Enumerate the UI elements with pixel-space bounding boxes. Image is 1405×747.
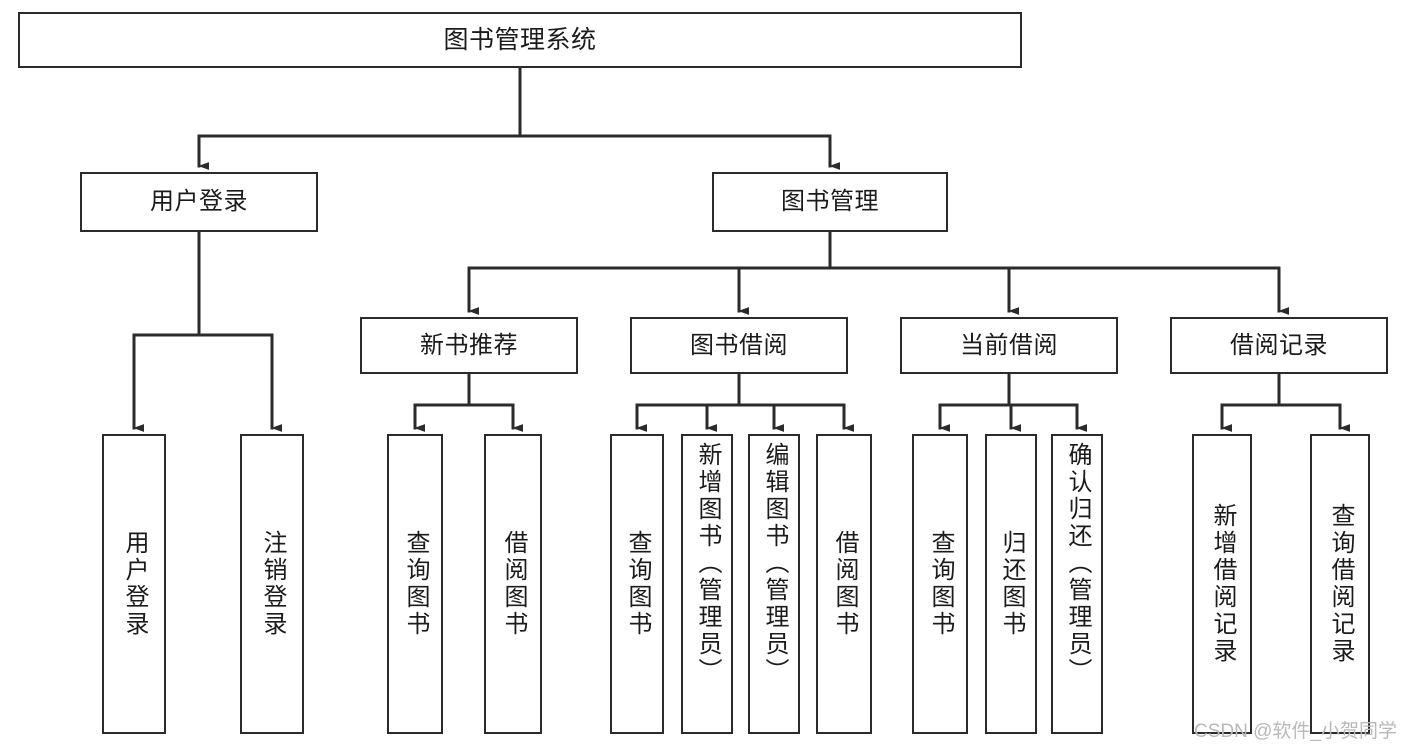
- node-new-book-recommend-label: 新书推荐: [420, 331, 518, 359]
- node-leaf-edit-book-admin[interactable]: 编辑图书（管理员）: [748, 434, 800, 734]
- node-new-book-recommend[interactable]: 新书推荐: [360, 317, 578, 374]
- node-leaf-return-book-label: 归还图书: [998, 530, 1025, 638]
- node-leaf-add-book-admin-label: 新增图书（管理员）: [694, 442, 721, 685]
- node-leaf-borrow-book-borrow-label: 借阅图书: [831, 530, 858, 638]
- node-user-login[interactable]: 用户登录: [80, 172, 318, 232]
- watermark-text: CSDN @软件_小贺同学: [1194, 721, 1397, 742]
- node-leaf-query-book-current[interactable]: 查询图书: [912, 434, 968, 734]
- node-leaf-return-book[interactable]: 归还图书: [985, 434, 1037, 734]
- node-leaf-confirm-return-admin-label: 确认归还（管理员）: [1064, 442, 1091, 685]
- node-leaf-borrow-book-borrow[interactable]: 借阅图书: [816, 434, 872, 734]
- node-leaf-query-book-current-label: 查询图书: [927, 530, 954, 638]
- node-leaf-query-book-recommend-label: 查询图书: [402, 530, 429, 638]
- node-book-management[interactable]: 图书管理: [712, 172, 948, 232]
- node-leaf-add-book-admin[interactable]: 新增图书（管理员）: [681, 434, 733, 734]
- node-book-borrow[interactable]: 图书借阅: [630, 317, 848, 374]
- node-leaf-borrow-book-recommend-label: 借阅图书: [500, 530, 527, 638]
- node-root-label: 图书管理系统: [443, 25, 597, 54]
- node-leaf-query-borrow-record[interactable]: 查询借阅记录: [1310, 434, 1370, 734]
- node-leaf-edit-book-admin-label: 编辑图书（管理员）: [761, 442, 788, 685]
- node-leaf-borrow-book-recommend[interactable]: 借阅图书: [484, 434, 542, 734]
- node-borrow-record[interactable]: 借阅记录: [1170, 317, 1388, 374]
- node-leaf-add-borrow-record[interactable]: 新增借阅记录: [1192, 434, 1252, 734]
- node-root-system[interactable]: 图书管理系统: [18, 12, 1022, 68]
- node-book-borrow-label: 图书借阅: [690, 331, 788, 359]
- node-current-borrow-label: 当前借阅: [960, 331, 1058, 359]
- node-user-login-label: 用户登录: [150, 188, 248, 216]
- node-leaf-user-login[interactable]: 用户登录: [102, 434, 166, 734]
- node-book-management-label: 图书管理: [781, 188, 879, 216]
- node-leaf-query-borrow-record-label: 查询借阅记录: [1327, 503, 1354, 665]
- node-leaf-logout-login[interactable]: 注销登录: [240, 434, 304, 734]
- node-current-borrow[interactable]: 当前借阅: [900, 317, 1118, 374]
- node-leaf-query-book-recommend[interactable]: 查询图书: [387, 434, 443, 734]
- node-leaf-confirm-return-admin[interactable]: 确认归还（管理员）: [1051, 434, 1103, 734]
- node-leaf-query-book-borrow-label: 查询图书: [624, 530, 651, 638]
- node-leaf-logout-login-label: 注销登录: [259, 530, 286, 638]
- node-leaf-query-book-borrow[interactable]: 查询图书: [610, 434, 664, 734]
- node-leaf-add-borrow-record-label: 新增借阅记录: [1209, 503, 1236, 665]
- node-borrow-record-label: 借阅记录: [1230, 331, 1328, 359]
- node-leaf-user-login-label: 用户登录: [121, 530, 148, 638]
